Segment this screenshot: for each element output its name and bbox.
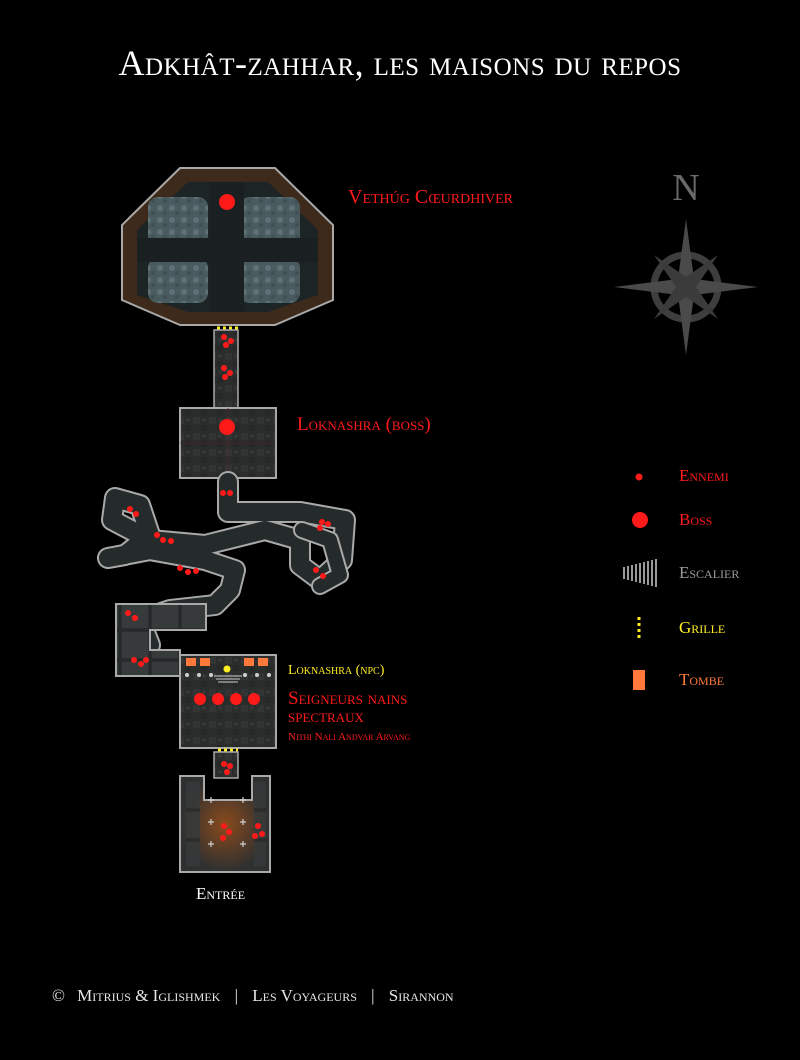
stairs-icon [623,559,657,587]
legend-label-grille: Grille [679,618,726,637]
copyright-icon: © [52,986,65,1005]
footer-group: Les Voyageurs [252,986,357,1005]
footer-separator: | [234,986,238,1005]
cave-passages [97,471,356,656]
label-loknashra-npc: Loknashra (npc) [288,663,385,678]
enemy-markers [125,334,331,841]
compass-rose-icon [614,219,758,355]
boss-marker [212,693,224,705]
label-seigneurs-line2: spectraux [288,706,364,727]
legend-label-escalier: Escalier [679,563,740,582]
boss-marker [219,194,235,210]
tomb-icon [186,658,196,666]
tomb-icon [244,658,254,666]
tomb-icon [258,658,268,666]
tiled-hall [115,603,207,677]
npc-marker [223,665,231,673]
stairs-icon [214,675,242,683]
small-red-dot-icon [635,473,643,481]
compass-north-label: N [672,167,699,209]
large-red-dot-icon [632,512,648,528]
boss-marker [194,693,206,705]
tomb-icon [633,670,645,690]
footer-credits: © Mitrius & Iglishmek | Les Voyageurs | … [52,986,454,1006]
footer-separator: | [371,986,375,1005]
label-seigneurs-line1: Seigneurs nains [288,688,408,709]
legend-label-tombe: Tombe [679,670,725,689]
footer-authors: Mitrius & Iglishmek [77,986,221,1005]
vethug-hall [121,167,334,326]
label-seigneurs-names: Nithi Nali Andvar Arvang [288,731,411,743]
legend-label-ennemi: Ennemi [679,466,729,485]
tomb-icon [200,658,210,666]
label-loknashra-boss: Loknashra (boss) [297,414,431,435]
boss-marker [248,693,260,705]
page-title: Adkhât-zahhar, les maisons du repos [118,43,682,83]
boss-marker [219,419,235,435]
footer-server: Sirannon [388,986,454,1005]
legend-icons [623,473,657,690]
label-vethug: Vethúg Cœurdhiver [348,186,513,208]
pillars [185,673,271,677]
legend-label-boss: Boss [679,510,713,529]
label-entree: Entrée [196,884,246,903]
boss-marker [230,693,242,705]
